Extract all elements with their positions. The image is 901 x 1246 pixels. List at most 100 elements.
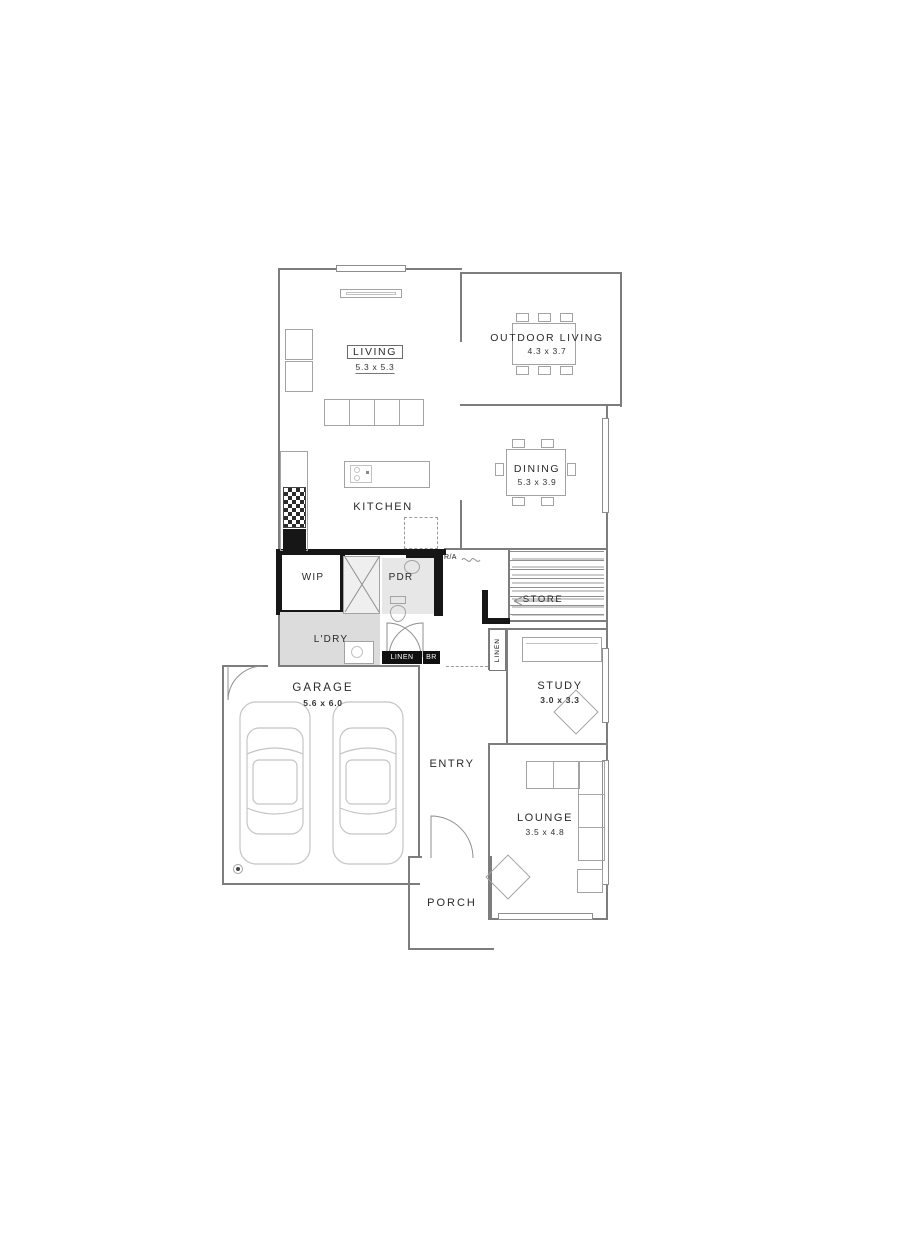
wall [508,548,510,622]
wall [460,404,622,406]
sink-bowl [354,467,360,473]
lounge-sofa [578,761,605,861]
outdoor-chair [516,366,529,375]
porch-label: PORCH [427,897,477,909]
tub-bowl [351,646,363,658]
black-wall [482,590,488,624]
side-table [577,869,603,893]
dining-chair [541,439,554,448]
wall [488,628,608,630]
window [336,265,406,272]
tap [366,471,369,474]
outdoor-chair [538,366,551,375]
hall-linen-label: LINEN [494,637,501,663]
wall [490,856,492,918]
sink [350,465,372,483]
outdoor-living-dims: 4.3 x 3.7 [527,346,567,356]
wall [278,268,280,667]
wall [444,548,508,550]
wall [508,548,606,550]
return-air-label: R/A [444,554,457,561]
dining-table [506,449,566,496]
dining-chair [541,497,554,506]
lounge-chair [485,854,531,900]
fridge-space [404,517,438,549]
wall [222,883,420,885]
lounge-dims: 3.5 x 4.8 [525,827,565,837]
wall [460,272,622,274]
toilet-cistern [390,596,406,604]
window [498,913,593,920]
pantry-tiles [283,487,306,528]
wall [488,745,490,920]
outdoor-table [512,323,576,365]
black-wall [276,549,446,555]
dining-chair [567,463,576,476]
tv-unit [340,289,402,298]
wall [222,665,268,667]
black-wall [406,552,436,559]
wall [620,272,622,407]
black-wall [434,552,443,616]
store-label: STORE [522,594,564,605]
wall [222,665,224,885]
living-label: LIVING [346,345,404,359]
broom-tag: BR [423,651,440,664]
tv-unit-inner [346,292,396,295]
staircase [510,551,604,619]
dining-dims: 5.3 x 3.9 [517,477,557,487]
island-bench [344,461,430,488]
oven [283,529,306,551]
dining-chair [512,439,525,448]
pdr-label: PDR [388,572,414,583]
wall [408,856,410,950]
wall [408,948,494,950]
outdoor-chair [560,366,573,375]
toilet-bowl [390,605,406,622]
wall [460,500,462,550]
desk-edge [526,643,598,644]
linen-cupboard-label: LINEN [390,654,414,661]
dining-label: DINING [513,463,561,475]
kitchen-label: KITCHEN [353,501,413,513]
wip-label: WIP [301,572,325,583]
garage-dims: 5.6 x 6.0 [303,698,343,708]
hall-linen-tag: LINEN [489,629,506,671]
outdoor-chair [538,313,551,322]
sofa [285,329,313,360]
desk [522,637,602,662]
laundry-label: L'DRY [313,634,349,645]
black-wall [340,552,345,614]
lounge-label: LOUNGE [516,812,574,824]
window [602,648,609,723]
sofa [285,361,313,392]
floor-waste-dot [236,867,240,871]
garage-label: GARAGE [292,682,354,694]
dining-chair [512,497,525,506]
study-dims: 3.0 x 3.3 [540,695,580,705]
outdoor-living-label: OUTDOOR LIVING [490,332,604,344]
study-label: STUDY [537,680,583,692]
cabinet [324,399,424,426]
outdoor-chair [516,313,529,322]
outdoor-chair [560,313,573,322]
black-wall [276,549,282,615]
wall [506,628,508,745]
basin [404,560,420,574]
window [602,418,609,513]
black-wall [482,618,510,624]
wall [278,665,420,667]
dining-chair [495,463,504,476]
wall [488,743,608,745]
linen-cupboard-tag: LINEN [382,651,422,664]
opening-dash [446,666,488,667]
floor-waste [233,864,243,874]
wall [408,856,422,858]
shower-box [343,556,380,614]
wall [418,665,420,858]
living-dims: 5.3 x 5.3 [355,362,395,374]
sink-bowl [354,475,360,481]
wall [460,272,462,342]
